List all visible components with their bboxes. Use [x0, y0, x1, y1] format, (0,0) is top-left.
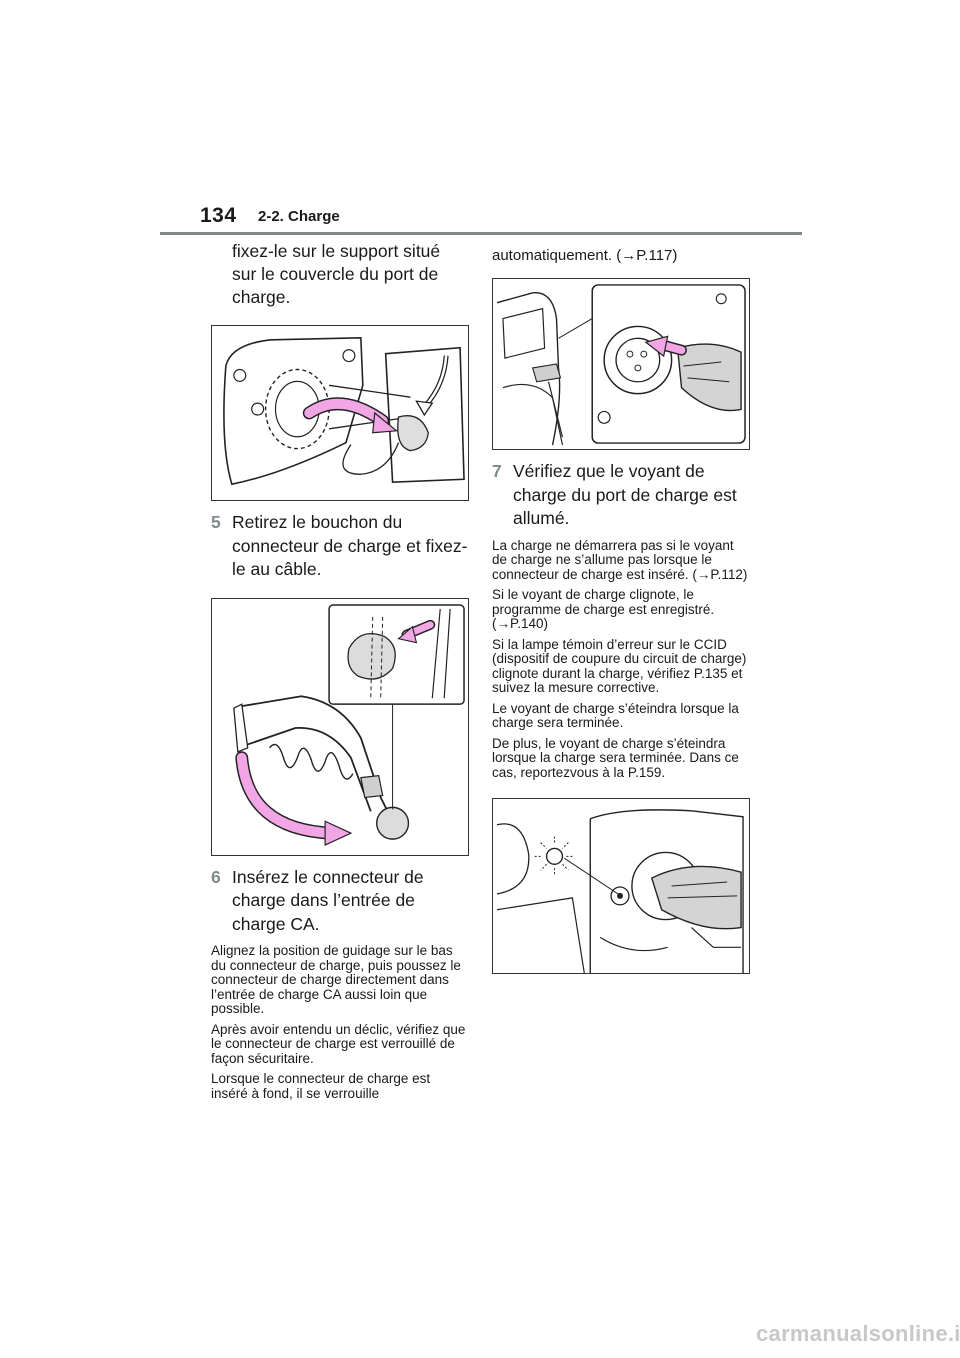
step-7-note-off: Le voyant de charge s’éteindra lorsque l… — [492, 700, 739, 730]
step-7-note-blinking: Si le voyant de charge clignote, le prog… — [492, 587, 715, 631]
step-6-note-click: Après avoir entendu un déclic, vérifiez … — [211, 1021, 466, 1066]
step-6: 6 Insérez le connecteur de charge dans l… — [211, 866, 469, 937]
step-7-text: Vérifiez que le voyant de charge du port… — [513, 461, 737, 528]
step-6-text: Insérez le connecteur de charge dans l’e… — [232, 866, 424, 934]
step-7-note-see-page: De plus, le voyant de charge s’éteindra … — [492, 735, 739, 780]
figure-charge-cap-on-lid — [211, 325, 469, 501]
right-lead-text: automatiquement. (→P.117) — [492, 247, 678, 264]
step-7: 7 Vérifiez que le voyant de charge du po… — [492, 460, 750, 531]
section-title: 2-2. Charge — [258, 208, 340, 225]
left-column: fixez-le sur le support situé sur le cou… — [211, 240, 469, 1101]
header-rule — [160, 232, 802, 235]
step-5: 5 Retirez le bouchon du connecteur de ch… — [211, 511, 469, 582]
right-column: automatiquement. (→P.117) 7 Vérifiez q — [492, 240, 750, 974]
figure-charge-indicator — [492, 798, 750, 974]
step-6-note-lock: Lorsque le connecteur de charge est insé… — [211, 1071, 431, 1101]
footer-logo: carmanualsonline.info — [756, 1321, 960, 1346]
step-6-note-alignment: Alignez la position de guidage sur le ba… — [211, 943, 461, 1016]
step-5-number: 5 — [211, 512, 221, 532]
illustration-insert-connector — [496, 284, 746, 446]
figure-connector-cap-to-cable — [211, 597, 469, 856]
illustration-charging-connector — [233, 603, 465, 846]
page-number: 134 — [200, 204, 237, 227]
illustration-charge-indicator — [496, 809, 744, 973]
step-7-number: 7 — [492, 461, 502, 481]
left-lead-text: fixez-le sur le support situé sur le cou… — [232, 241, 441, 307]
step-5-text: Retirez le bouchon du connecteur de char… — [232, 512, 468, 579]
step-6-number: 6 — [211, 866, 221, 887]
illustration-port-lid — [223, 337, 465, 486]
step-7-note-ccid: Si la lampe témoin d’erreur sur le CCID … — [492, 636, 747, 695]
step-7-note-no-start: La charge ne démarrera pas si le voyant … — [492, 537, 748, 582]
figure-insert-connector — [492, 278, 750, 450]
